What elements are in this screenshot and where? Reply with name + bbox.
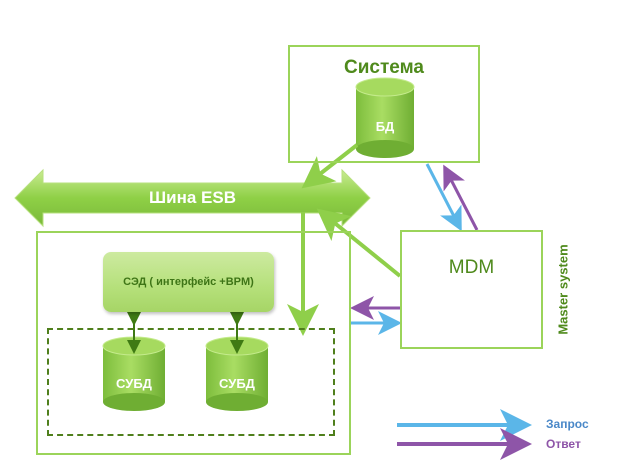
mdm-to-system-response-arrow: [443, 164, 479, 231]
mdm-box: [400, 230, 543, 349]
system-db-label: БД: [375, 119, 395, 134]
client-system-box: [36, 231, 351, 455]
master-system-label: Master system: [555, 244, 571, 335]
dbms-label-2: СУБД: [219, 376, 255, 391]
mdm-to-esb-arrow: [316, 208, 402, 278]
legend-request-label: Запрос: [546, 417, 589, 431]
system-db-cylinder: [355, 77, 415, 158]
sed-block: СЭД ( интерфейс +BPM): [103, 252, 274, 312]
system-box: [288, 45, 480, 163]
legend-response-label: Ответ: [546, 437, 581, 451]
esb-bus-label: Шина ESB: [149, 188, 236, 207]
mdm-title: MDM: [448, 257, 495, 278]
system-title: Система: [344, 57, 424, 78]
storage-group-dashed: [47, 328, 335, 436]
esb-bus-arrow: [14, 168, 371, 228]
dbms-cylinder-1: [102, 336, 166, 411]
db-to-esb-arrow: [301, 143, 359, 189]
system-to-mdm-request-arrow: [425, 163, 462, 232]
dbms-label-1: СУБД: [116, 376, 152, 391]
